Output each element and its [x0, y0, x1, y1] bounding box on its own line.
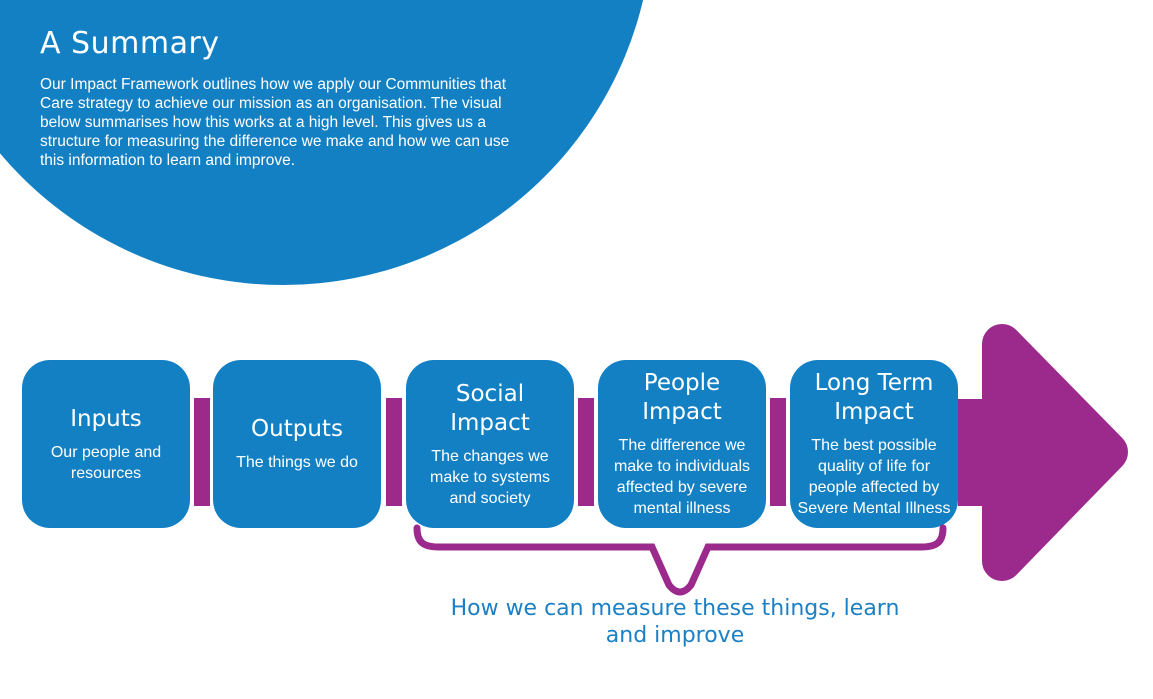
flow-box-inputs: Inputs Our people and resources [22, 360, 190, 528]
flow-connector [194, 398, 210, 506]
summary-title: A Summary [40, 26, 220, 61]
arrow-shaft [958, 399, 992, 506]
summary-block: A Summary Our Impact Framework outlines … [40, 26, 580, 170]
measure-caption: How we can measure these things, learn a… [450, 596, 900, 648]
flow-box-social-impact: Social Impact The changes we make to sys… [406, 360, 574, 528]
measure-brace [413, 524, 947, 596]
flow-box-people-impact: People Impact The difference we make to … [598, 360, 766, 528]
box-title: Outputs [251, 416, 343, 442]
flow-box-outputs: Outputs The things we do [213, 360, 381, 528]
box-body: The things we do [236, 454, 358, 471]
summary-paragraph: Our Impact Framework outlines how we app… [40, 76, 510, 169]
box-title: Social Impact [450, 380, 530, 436]
flow-connector [770, 398, 786, 506]
flow-connector [578, 398, 594, 506]
box-title: People Impact [642, 370, 722, 425]
forward-arrow [958, 324, 1128, 581]
box-body: The best possible quality of life for pe… [797, 437, 951, 517]
box-body: The difference we make to individuals af… [613, 437, 751, 517]
flow-connector [386, 398, 402, 506]
arrow-head [982, 324, 1128, 581]
box-title: Inputs [70, 405, 142, 432]
box-body: Our people and resources [50, 443, 162, 482]
box-body: The changes we make to systems and socie… [429, 447, 551, 507]
box-title: Long Term Impact [814, 370, 934, 425]
flow-box-long-term-impact: Long Term Impact The best possible quali… [790, 360, 958, 528]
